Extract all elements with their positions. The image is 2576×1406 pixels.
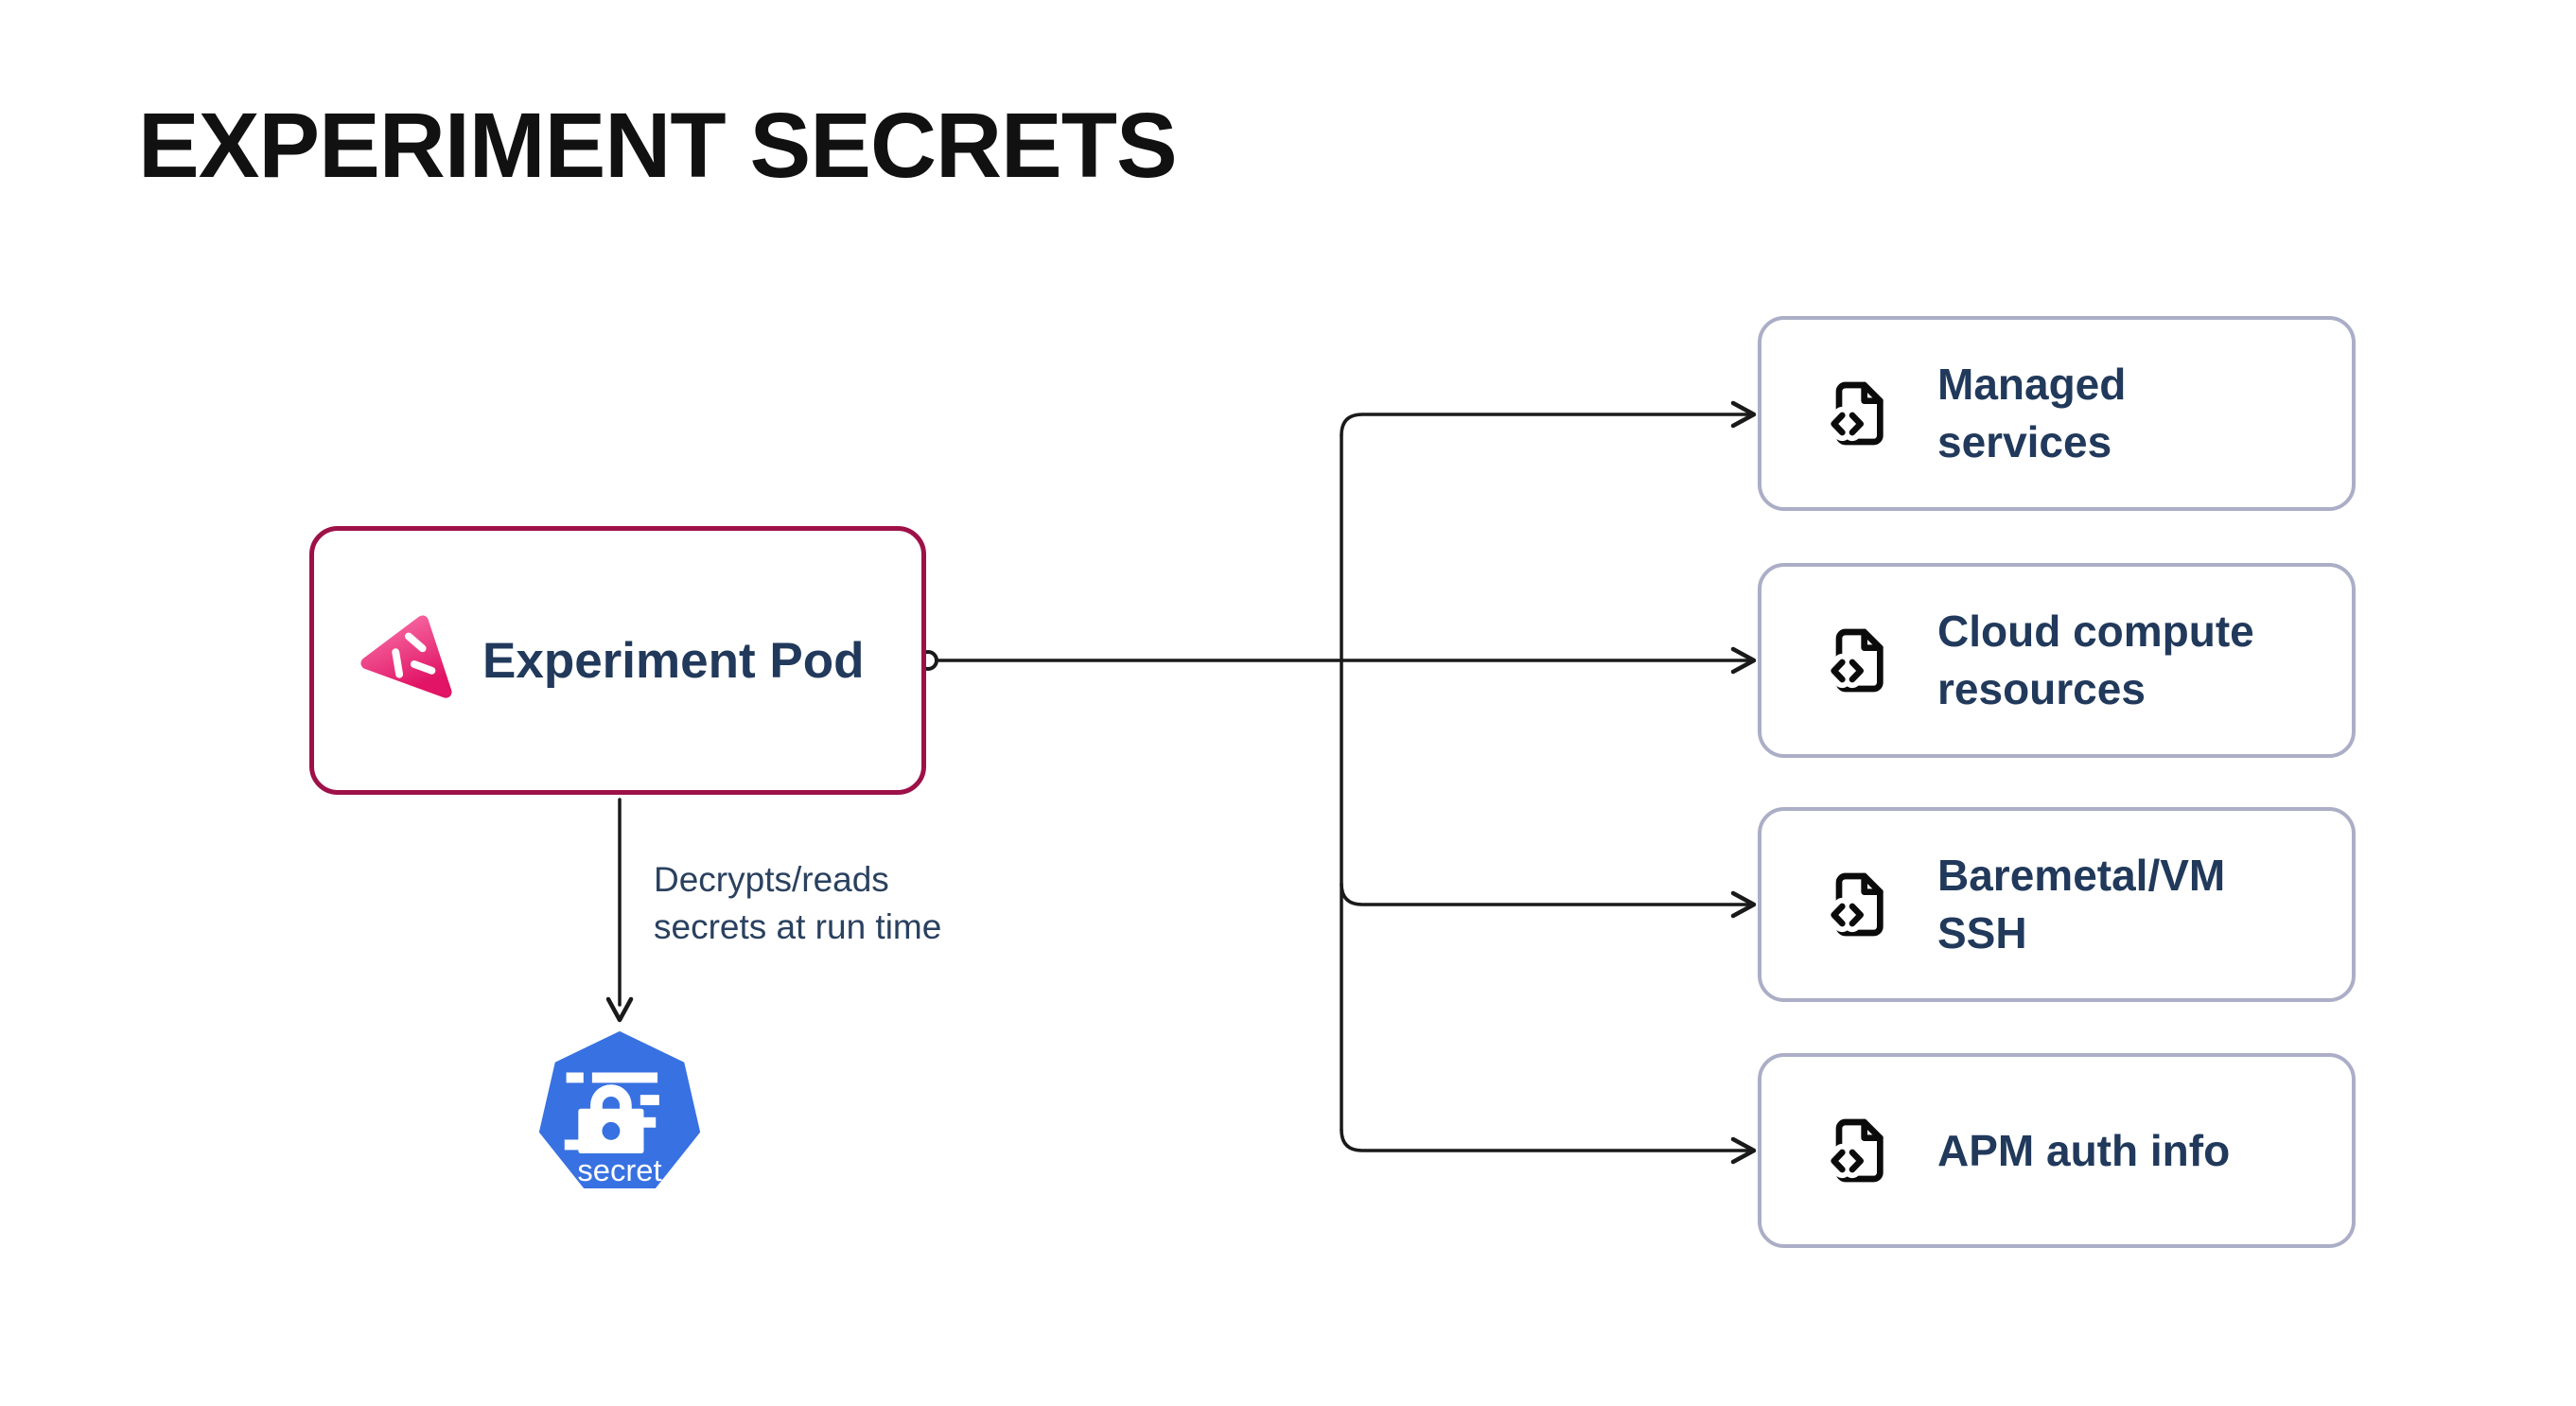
pod-label: Experiment Pod — [482, 632, 865, 689]
target-label: Baremetal/VM SSH — [1937, 851, 2226, 958]
edge-branch-baremetal — [1340, 882, 1750, 906]
kubernetes-secret-icon: secret — [538, 1030, 701, 1188]
target-box-apm-auth-info: APM auth info — [1758, 1053, 2356, 1248]
file-code-icon — [1825, 1118, 1884, 1183]
arrowhead-cloud-compute — [1730, 646, 1757, 675]
experiment-pod-node: Experiment Pod — [309, 526, 926, 795]
secret-lock-glyph — [564, 1072, 659, 1154]
target-box-cloud-compute: Cloud compute resources — [1758, 563, 2356, 758]
edge-branch-managed-services — [1340, 413, 1750, 437]
file-code-icon — [1825, 872, 1884, 937]
arrowhead-secret — [605, 996, 634, 1023]
target-label: Managed services — [1937, 360, 2127, 466]
arrowhead-baremetal — [1730, 890, 1757, 919]
page-title: EXPERIMENT SECRETS — [138, 94, 1178, 197]
target-label: Cloud compute resources — [1937, 606, 2254, 713]
target-box-managed-services: Managed services — [1758, 316, 2356, 511]
file-code-icon — [1825, 381, 1884, 446]
secret-label: secret — [577, 1152, 661, 1187]
arrowhead-apm — [1730, 1136, 1757, 1165]
edge-caption: Decrypts/reads secrets at run time — [654, 860, 942, 946]
litmus-pod-icon — [360, 615, 452, 698]
edge-branch-apm — [1340, 1128, 1750, 1152]
file-code-icon — [1825, 628, 1884, 693]
arrowhead-managed-services — [1730, 400, 1757, 429]
target-label: APM auth info — [1937, 1125, 2231, 1175]
target-box-baremetal-vm-ssh: Baremetal/VM SSH — [1758, 807, 2356, 1002]
